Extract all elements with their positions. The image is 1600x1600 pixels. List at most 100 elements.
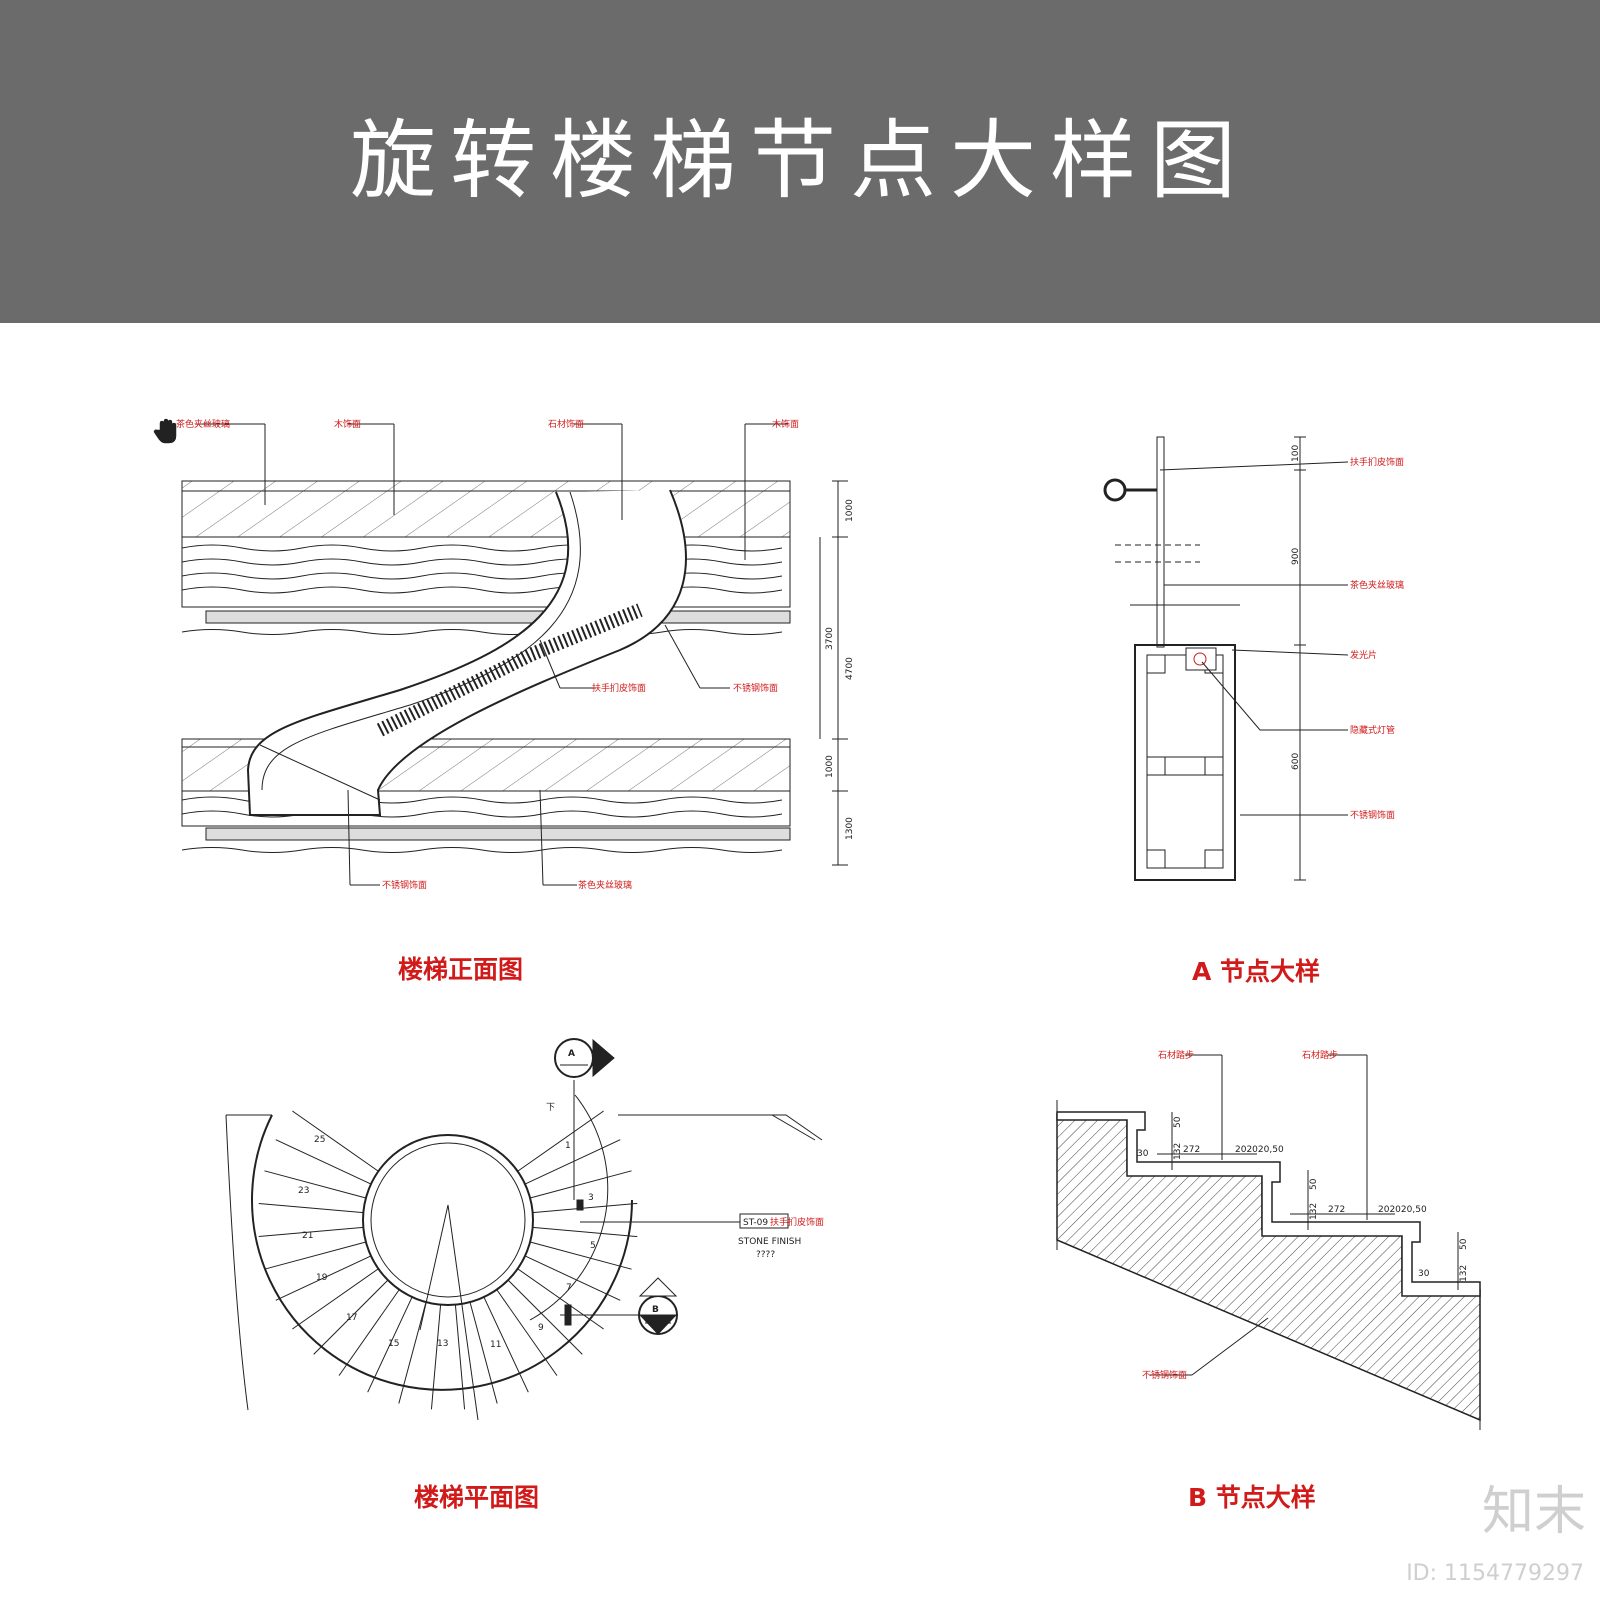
- tread-line: [532, 1202, 638, 1214]
- step-11: 11: [490, 1340, 501, 1350]
- label-glass-bottom: 茶色夹丝玻璃: [578, 879, 632, 891]
- step-23: 23: [298, 1186, 309, 1196]
- dim-b-seq-2: 202020,50: [1378, 1205, 1427, 1215]
- step-5: 5: [590, 1241, 596, 1251]
- tread-line: [507, 1279, 583, 1355]
- dim-b-132-3: 132: [1459, 1265, 1469, 1282]
- dim-b-50-2: 50: [1309, 1178, 1319, 1190]
- section-marker-a: [554, 1038, 615, 1078]
- spiral-stair: [246, 489, 687, 816]
- label-wood-1: 木饰面: [334, 418, 361, 430]
- detail-a-section: [1103, 436, 1349, 881]
- tread-line: [532, 1226, 638, 1238]
- label-stone: 石材饰面: [548, 418, 584, 430]
- hand-cursor-icon: [153, 418, 177, 444]
- label-b-stone-1: 石材踏步: [1158, 1049, 1194, 1061]
- marker-b-label: B: [652, 1305, 659, 1315]
- down-label: 下: [546, 1103, 555, 1113]
- detail-b-section: [1056, 1054, 1481, 1430]
- dim-1300: 1300: [845, 817, 855, 840]
- dim-b-50-1: 50: [1173, 1116, 1183, 1128]
- step-21: 21: [302, 1231, 313, 1241]
- section-marker-b: [638, 1277, 678, 1335]
- tread-line: [454, 1304, 466, 1410]
- step-19: 19: [316, 1273, 328, 1283]
- dim-3700: 3700: [825, 627, 835, 650]
- label-wood-2: 木饰面: [772, 418, 799, 430]
- tread-line: [517, 1268, 604, 1330]
- tread-line: [496, 1289, 558, 1376]
- tread-line: [517, 1110, 604, 1172]
- dim-b-272-2: 272: [1328, 1205, 1345, 1215]
- finish-text: STONE FINISH: [738, 1237, 801, 1247]
- caption-front-view: 楼梯正面图: [398, 955, 524, 984]
- tread-line: [292, 1110, 379, 1172]
- dim-a-600: 600: [1291, 753, 1301, 770]
- step-13: 13: [437, 1339, 448, 1349]
- dim-1000-bottom: 1000: [825, 755, 835, 778]
- step-15: 15: [388, 1339, 399, 1349]
- tread-line: [264, 1170, 367, 1199]
- dim-b-132-2: 132: [1309, 1203, 1319, 1220]
- tread-line: [275, 1255, 372, 1301]
- tread-line: [313, 1279, 389, 1355]
- label-a-glass: 茶色夹丝玻璃: [1350, 579, 1404, 591]
- label-a-tube: 隐藏式灯管: [1350, 724, 1395, 736]
- tread-line: [338, 1289, 400, 1376]
- plan-view: [225, 1080, 823, 1421]
- finish-note: ????: [756, 1250, 775, 1260]
- tread-line: [275, 1139, 372, 1185]
- dim-b-seq-1: 202020,50: [1235, 1145, 1284, 1155]
- step-1: 1: [565, 1141, 571, 1151]
- dim-a-900: 900: [1291, 548, 1301, 565]
- tread-line: [483, 1296, 529, 1393]
- dim-1000-top: 1000: [845, 499, 855, 522]
- tread-line: [258, 1226, 364, 1238]
- step-3: 3: [588, 1193, 594, 1203]
- step-25: 25: [314, 1135, 325, 1145]
- caption-detail-a: A 节点大样: [1192, 957, 1321, 986]
- caption-detail-b: B 节点大样: [1188, 1483, 1316, 1512]
- label-handrail: 扶手扪皮饰面: [592, 682, 646, 694]
- caption-plan-view: 楼梯平面图: [414, 1483, 540, 1512]
- brand-watermark: 知末: [1481, 1482, 1586, 1542]
- label-b-steel: 不锈钢饰面: [1142, 1369, 1187, 1381]
- dim-b-30-2: 30: [1418, 1269, 1430, 1279]
- front-elevation: [153, 418, 848, 886]
- tread-line: [529, 1170, 632, 1199]
- tread-line: [430, 1304, 442, 1410]
- stair-treads: [258, 1110, 638, 1410]
- label-glass-top: 茶色夹丝玻璃: [176, 418, 230, 430]
- step-9: 9: [538, 1323, 544, 1333]
- dim-b-132-1: 132: [1173, 1143, 1183, 1160]
- finish-code: ST-09: [743, 1218, 768, 1228]
- dim-b-272-1: 272: [1183, 1145, 1200, 1155]
- tread-line: [469, 1301, 498, 1404]
- tread-line: [292, 1268, 379, 1330]
- finish-cn: 扶手扪皮饰面: [770, 1216, 824, 1228]
- dim-4700: 4700: [845, 657, 855, 680]
- image-id: ID: 1154779297: [1406, 1561, 1584, 1586]
- tread-line: [524, 1139, 621, 1185]
- label-a-light: 发光片: [1350, 649, 1377, 661]
- tread-line: [524, 1255, 621, 1301]
- title-banner: [0, 0, 1600, 323]
- page-title: 旋转楼梯节点大样图: [350, 111, 1250, 211]
- dim-b-50-3: 50: [1459, 1238, 1469, 1250]
- label-steel-bottom: 不锈钢饰面: [382, 879, 427, 891]
- tread-line: [529, 1241, 632, 1270]
- label-a-handrail: 扶手扪皮饰面: [1350, 456, 1404, 468]
- tread-line: [367, 1296, 413, 1393]
- tread-line: [398, 1301, 427, 1404]
- label-a-steel: 不锈钢饰面: [1350, 809, 1395, 821]
- finish-tag-box: [739, 1213, 789, 1229]
- tread-line: [264, 1241, 367, 1270]
- label-steel-right: 不锈钢饰面: [733, 682, 778, 694]
- dim-a-100: 100: [1291, 445, 1301, 462]
- dim-b-30-1: 30: [1137, 1149, 1149, 1159]
- marker-a-label: A: [568, 1049, 575, 1059]
- label-b-stone-2: 石材踏步: [1302, 1049, 1338, 1061]
- tread-line: [258, 1202, 364, 1214]
- step-7: 7: [566, 1283, 572, 1293]
